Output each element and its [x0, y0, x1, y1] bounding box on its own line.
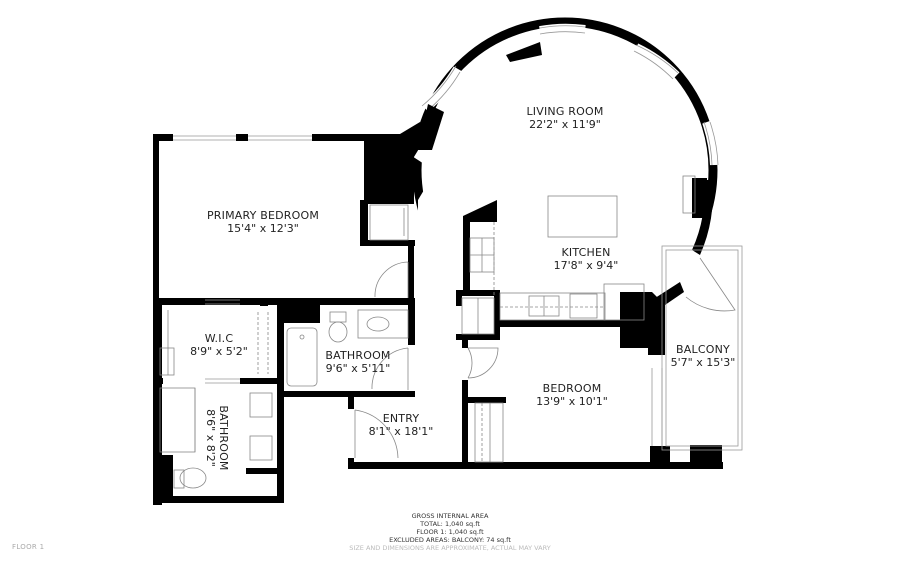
- room-label-kitchen: KITCHEN 17'8" x 9'4": [554, 246, 619, 272]
- room-label-bedroom: BEDROOM 13'9" x 10'1": [536, 382, 608, 408]
- room-dimensions: 15'4" x 12'3": [227, 222, 299, 235]
- walls: [153, 42, 723, 505]
- area-total: TOTAL: 1,040 sq.ft: [420, 520, 480, 528]
- room-name: BATHROOM: [217, 405, 230, 471]
- area-heading: GROSS INTERNAL AREA: [411, 512, 489, 520]
- room-label-entry: ENTRY 8'1" x 18'1": [369, 412, 434, 438]
- room-label-primary-bedroom: PRIMARY BEDROOM 15'4" x 12'3": [207, 209, 319, 235]
- room-name: BALCONY: [676, 343, 730, 356]
- room-label-balcony: BALCONY 5'7" x 15'3": [671, 343, 736, 369]
- room-label-wic: W.I.C 8'9" x 5'2": [190, 332, 248, 358]
- room-label-bathroom-2: BATHROOM 8'6" x 8'2": [204, 405, 230, 470]
- room-dimensions: 8'1" x 18'1": [368, 425, 434, 438]
- room-label-bathroom-1: BATHROOM 9'6" x 5'11": [325, 349, 390, 375]
- area-excluded: EXCLUDED AREAS: BALCONY: 74 sq.ft: [389, 536, 511, 544]
- area-summary: GROSS INTERNAL AREA TOTAL: 1,040 sq.ft F…: [349, 512, 550, 552]
- room-dimensions: 22'2" x 11'9": [529, 118, 601, 131]
- room-name: ENTRY: [382, 412, 420, 425]
- fixtures: [159, 175, 736, 489]
- room-dimensions: 8'6" x 8'2": [204, 409, 217, 467]
- room-name: W.I.C: [204, 332, 234, 345]
- room-name: BATHROOM: [325, 349, 391, 362]
- room-name: BEDROOM: [542, 382, 602, 395]
- room-label-living-room: LIVING ROOM 22'2" x 11'9": [526, 105, 603, 131]
- area-disclaimer: SIZE AND DIMENSIONS ARE APPROXIMATE, ACT…: [349, 544, 551, 552]
- room-name: PRIMARY BEDROOM: [206, 209, 320, 222]
- room-dimensions: 5'7" x 15'3": [670, 356, 736, 369]
- room-dimensions: 9'6" x 5'11": [325, 362, 391, 375]
- area-floor-1: FLOOR 1: 1,040 sq.ft: [416, 528, 484, 536]
- room-name: LIVING ROOM: [526, 105, 604, 118]
- floor-label: FLOOR 1: [12, 543, 45, 551]
- room-name: KITCHEN: [561, 246, 611, 259]
- room-dimensions: 17'8" x 9'4": [553, 259, 619, 272]
- room-dimensions: 8'9" x 5'2": [190, 345, 248, 358]
- room-dimensions: 13'9" x 10'1": [536, 395, 608, 408]
